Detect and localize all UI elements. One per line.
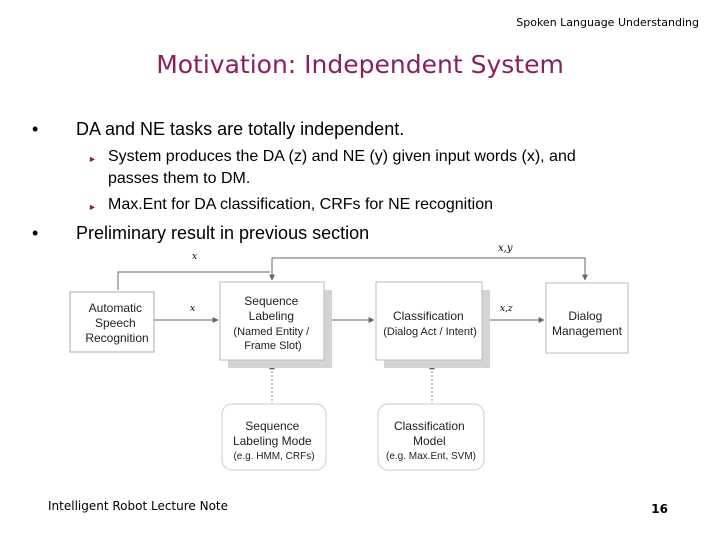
- svg-text:Dialog Management: Dialog Management: [552, 309, 623, 338]
- sub-bullet-2-text: Max.Ent for DA classification, CRFs for …: [108, 196, 494, 213]
- footer-course-note: Intelligent Robot Lecture Note: [48, 499, 229, 513]
- classification-model-box: Classification Model (e.g. Max.Ent, SVM): [377, 403, 485, 471]
- header-course-title: Spoken Language Understanding: [516, 16, 699, 29]
- asr-box: Automatic Speech Recognition: [69, 291, 155, 353]
- bullet-2-text: Preliminary result in previous section: [76, 223, 370, 243]
- bullet-1: • DA and NE tasks are totally independent…: [32, 119, 404, 140]
- sub-bullet-1-line1: System produces the DA (z) and NE (y) gi…: [108, 148, 576, 165]
- edge-label-top-xy: x,y: [498, 243, 513, 254]
- bullet-1-text: DA and NE tasks are totally independent.: [76, 119, 405, 139]
- sub-bullet-1-line2: passes them to DM.: [108, 170, 251, 187]
- arrow-bullet-icon: ►: [88, 154, 97, 164]
- svg-text:Automatic Speech R: Automatic Speech Recognition: [85, 301, 148, 345]
- page-number: 16: [651, 502, 668, 516]
- bullet-dot: •: [32, 119, 39, 139]
- svg-text:Sequence Labeling: Sequence Labeling (Named Entity / Frame …: [233, 294, 312, 352]
- arrow-bullet-icon: ►: [88, 202, 97, 212]
- architecture-diagram: x x,y x x,z Automatic Speech Recognition…: [69, 243, 629, 471]
- bullet-2: • Preliminary result in previous section: [32, 223, 369, 244]
- edge-label-to-dm: x,z: [500, 304, 513, 314]
- sequence-labeling-box: Sequence Labeling (Named Entity / Frame …: [219, 281, 332, 368]
- classification-box: Classification (Dialog Act / Intent): [375, 281, 490, 368]
- svg-text:Classification Model: Classification Model (e.g. Max.Ent, SVM): [386, 419, 476, 462]
- dialog-management-box: Dialog Management: [545, 282, 629, 354]
- sequence-labeling-model-box: Sequence Labeling Mode (e.g. HMM, CRFs): [221, 403, 327, 471]
- edge-label-asr-x: x: [190, 304, 195, 314]
- top-connector-lines: [117, 257, 588, 290]
- bullet-dot: •: [32, 223, 39, 243]
- model-dashed-arrows: [269, 363, 435, 405]
- svg-text:Classification (Dialog A: Classification (Dialog Act / Intent): [383, 309, 477, 338]
- slide-title: Motivation: Independent System: [156, 50, 564, 79]
- svg-text:Sequence Labeling Mode: Sequence Labeling Mode (e.g. HMM, CRFs): [233, 419, 315, 462]
- edge-label-top-x: x: [192, 252, 197, 262]
